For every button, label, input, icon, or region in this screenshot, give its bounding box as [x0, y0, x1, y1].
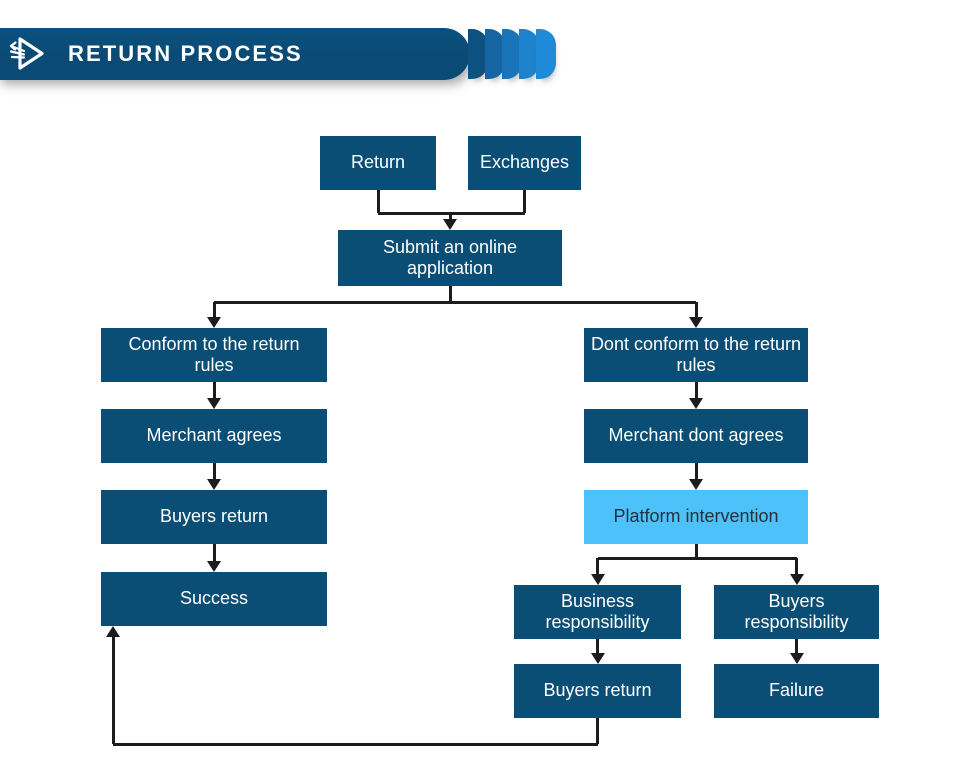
- edge-submit-to-conform-arrowhead: [207, 317, 221, 328]
- edge-feedback-up: [111, 637, 115, 744]
- decor-bar-1: [468, 29, 488, 79]
- edge-conform-to-merchant-agrees-arrowhead: [207, 398, 221, 409]
- edge-buyers-resp-to-failure-line: [795, 639, 798, 654]
- node-label: Submit an online application: [382, 236, 518, 278]
- node-business-resp: Business responsibility: [514, 585, 681, 639]
- node-failure: Failure: [714, 664, 879, 718]
- node-label: Business responsibility: [545, 590, 650, 632]
- node-buyers-return-left: Buyers return: [101, 490, 327, 544]
- edge-submit-split-horizontal: [214, 300, 696, 304]
- edge-dont-conform-to-merchant-dont-agrees-arrowhead: [689, 398, 703, 409]
- edge-dont-conform-to-merchant-dont-agrees-line: [694, 382, 698, 399]
- node-label: Buyers return: [543, 680, 652, 701]
- edge-platform-split-horizontal: [597, 556, 797, 560]
- edge-submit-drop: [448, 286, 452, 302]
- edge-merchant-agrees-to-buyers-return-line: [212, 463, 216, 480]
- node-conform: Conform to the return rules: [101, 328, 327, 382]
- edge-platform-drop: [694, 544, 698, 558]
- node-label: Success: [179, 588, 249, 609]
- node-label: Merchant agrees: [146, 425, 282, 446]
- node-label: Buyers return: [159, 506, 269, 527]
- node-buyers-resp: Buyers responsibility: [714, 585, 879, 639]
- edge-exchanges-to-submit-line: [523, 190, 526, 213]
- edge-business-resp-to-buyers-return-arrowhead: [590, 653, 605, 664]
- node-buyers-return-right: Buyers return: [514, 664, 681, 718]
- decor-bar-5: [536, 29, 556, 79]
- edge-merge-arrowhead: [443, 219, 457, 230]
- decor-bar-4: [519, 29, 539, 79]
- edge-buyers-resp-to-failure-arrowhead: [789, 653, 804, 664]
- edge-buyers-return-to-success-arrowhead: [207, 561, 221, 572]
- edge-submit-to-conform-line: [212, 302, 216, 318]
- edge-merchant-dont-agrees-to-platform-line: [694, 463, 698, 480]
- node-return: Return: [320, 136, 436, 190]
- edge-buyers-return-to-success-line: [212, 544, 216, 562]
- node-label: Buyers responsibility: [744, 590, 849, 632]
- edge-merge-drop: [448, 213, 452, 220]
- node-label: Failure: [768, 680, 825, 701]
- node-submit: Submit an online application: [338, 230, 562, 286]
- edge-platform-to-business-resp-arrowhead: [590, 574, 605, 585]
- node-merchant-agrees: Merchant agrees: [101, 409, 327, 463]
- edge-submit-to-dont-conform-arrowhead: [689, 317, 703, 328]
- node-platform: Platform intervention: [584, 490, 808, 544]
- node-label: Return: [350, 152, 406, 173]
- node-label: Merchant dont agrees: [608, 425, 784, 446]
- edge-merchant-agrees-to-buyers-return-arrowhead: [207, 479, 221, 490]
- header-banner: RETURN PROCESS: [0, 28, 470, 80]
- edge-feedback-arrowhead: [106, 626, 120, 637]
- edge-return-to-submit-line: [376, 190, 380, 213]
- node-label: Exchanges: [479, 152, 570, 173]
- edge-platform-to-business-resp-line: [596, 558, 599, 575]
- edge-submit-to-dont-conform-line: [694, 302, 698, 318]
- node-merchant-dont-agrees: Merchant dont agrees: [584, 409, 808, 463]
- page-title: RETURN PROCESS: [68, 41, 303, 66]
- edge-platform-to-buyers-resp-arrowhead: [789, 574, 804, 585]
- decor-bar-2: [485, 29, 505, 79]
- edge-feedback-horizontal: [113, 742, 598, 746]
- edge-platform-to-buyers-resp-line: [795, 558, 798, 575]
- node-dont-conform: Dont conform to the return rules: [584, 328, 808, 382]
- decor-bar-3: [502, 29, 522, 79]
- node-label: Platform intervention: [613, 506, 779, 527]
- edge-merchant-dont-agrees-to-platform-arrowhead: [689, 479, 703, 490]
- edge-feedback-down: [596, 718, 599, 744]
- play-triangle-arrows-icon: [9, 37, 44, 70]
- edge-business-resp-to-buyers-return-line: [596, 639, 599, 654]
- node-success: Success: [101, 572, 327, 626]
- node-label: Conform to the return rules: [128, 333, 300, 375]
- node-exchanges: Exchanges: [468, 136, 581, 190]
- edge-conform-to-merchant-agrees-line: [212, 382, 216, 399]
- node-label: Dont conform to the return rules: [590, 333, 802, 375]
